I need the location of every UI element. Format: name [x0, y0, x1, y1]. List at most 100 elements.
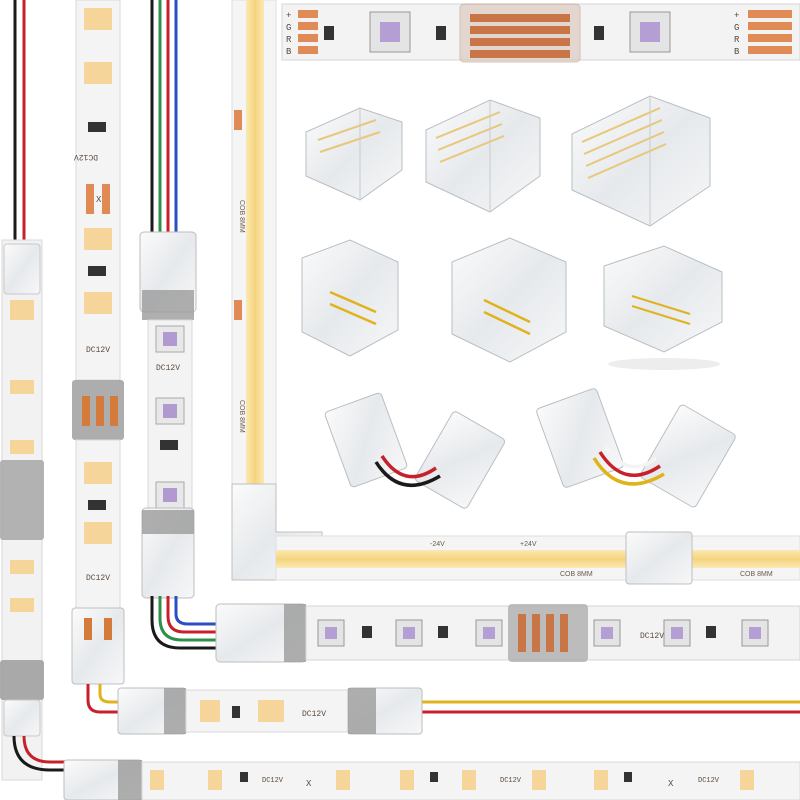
pin-plus: +	[734, 11, 739, 21]
dc-label: DC12V	[262, 777, 284, 785]
clear-l-connector-large	[571, 95, 711, 227]
red-yellow-wire-pair	[86, 684, 800, 714]
dc-label: DC12V	[74, 152, 98, 161]
clear-l-connector-small	[305, 107, 403, 201]
copper-pad	[748, 34, 792, 42]
copper-pad	[748, 10, 792, 18]
led-chip	[200, 700, 220, 722]
cob-strip-vertical: COB 8MM COB 8MM	[231, 0, 277, 541]
led-chip	[400, 770, 414, 790]
copper-pad	[102, 184, 110, 214]
copper-pad	[234, 110, 242, 130]
resistor	[624, 772, 632, 782]
copper-pad	[234, 300, 242, 320]
cut-mark: X	[96, 195, 102, 205]
copper-pad	[298, 22, 318, 30]
dc-label: DC12V	[698, 777, 720, 785]
left-strip-connector-mid	[0, 460, 44, 540]
l-corner-connector-yellow-red-white	[536, 388, 736, 508]
resistor	[362, 626, 372, 638]
led-chip	[208, 770, 222, 790]
led-chip	[462, 770, 476, 790]
led-chip	[10, 300, 34, 320]
led-chip	[84, 8, 112, 30]
clip-connector-row-2	[301, 237, 723, 370]
left-vertical-strip	[0, 239, 44, 781]
dc-label: DC12V	[302, 710, 326, 719]
cob-inline-connector	[625, 531, 693, 585]
resistor	[240, 772, 248, 782]
resistor	[160, 440, 178, 450]
resistor	[88, 500, 106, 510]
pin-g: G	[734, 23, 739, 33]
copper-pad	[748, 22, 792, 30]
cut-mark: X	[306, 779, 312, 789]
led-chip	[84, 462, 112, 484]
dc-label: DC12V	[86, 574, 110, 583]
pin-plus: +	[286, 11, 291, 21]
pin-g: G	[286, 23, 291, 33]
rgb-strip-top: + G R B + G R B	[281, 3, 800, 63]
resistor	[324, 26, 334, 40]
cob-model-label: COB 8MM	[560, 571, 593, 578]
led-chip	[258, 700, 284, 722]
pin-b: B	[286, 47, 292, 57]
cob-model-label: COB 8MM	[740, 571, 773, 578]
pin-r: R	[734, 35, 740, 45]
cob-model-label: COB 8MM	[238, 200, 245, 233]
clear-clip-connector-open-1	[301, 239, 399, 357]
cob-model-label: COB 8MM	[238, 400, 245, 433]
bottom-left-wire-pair	[12, 735, 70, 772]
led-chip	[10, 380, 34, 394]
pin-r: R	[286, 35, 292, 45]
led-chip	[594, 770, 608, 790]
resistor	[438, 626, 448, 638]
led-chip	[84, 522, 112, 544]
warm-vertical-strip: DC12V X DC12V DC12V	[71, 0, 125, 685]
left-strip-connector-top	[3, 243, 41, 295]
resistor	[88, 266, 106, 276]
cob-voltage-label: -24V	[430, 541, 445, 548]
clear-l-connector-medium	[425, 99, 541, 213]
warm-strip-connector-bottom	[71, 607, 125, 685]
led-chip	[10, 560, 34, 574]
dc-label: DC12V	[640, 632, 664, 641]
corner-connector-row-3	[324, 388, 736, 509]
rgb-led-chip	[155, 481, 185, 509]
warm-strip-horizontal: DC12V	[117, 687, 423, 735]
resistor	[232, 706, 240, 718]
copper-pad	[298, 46, 318, 54]
copper-pad	[298, 10, 318, 18]
led-chip	[740, 770, 754, 790]
clear-clip-connector-open-2	[451, 237, 567, 363]
resistor	[706, 626, 716, 638]
resistor	[594, 26, 604, 40]
rgb-wires-top	[150, 0, 178, 234]
resistor	[88, 122, 106, 132]
resistor	[430, 772, 438, 782]
copper-pad	[298, 34, 318, 42]
cob-strip-horizontal: -24V +24V COB 8MM COB 8MM	[275, 531, 800, 585]
dc-label: DC12V	[500, 777, 522, 785]
rgb-strip-bottom: DC12V	[215, 603, 800, 663]
cut-mark: X	[668, 779, 674, 789]
warm-strip-bottom: DC12V X DC12V X DC12V	[63, 759, 800, 800]
led-chip	[84, 62, 112, 84]
rgb-vertical-strip: DC12V	[139, 231, 197, 599]
resistor	[436, 26, 446, 40]
left-wire-pair	[13, 0, 26, 240]
clear-clip-connector-closed	[603, 245, 723, 370]
rgb-wires-bend	[150, 596, 220, 650]
led-chip	[150, 770, 164, 790]
dc-label: DC12V	[156, 364, 180, 373]
led-chip	[84, 292, 112, 314]
pin-b: B	[734, 47, 740, 57]
led-chip	[10, 440, 34, 454]
led-chip	[10, 598, 34, 612]
copper-pad	[86, 184, 94, 214]
l-connector-row-1	[305, 95, 711, 227]
copper-pad	[748, 46, 792, 54]
dc-label: DC12V	[86, 346, 110, 355]
